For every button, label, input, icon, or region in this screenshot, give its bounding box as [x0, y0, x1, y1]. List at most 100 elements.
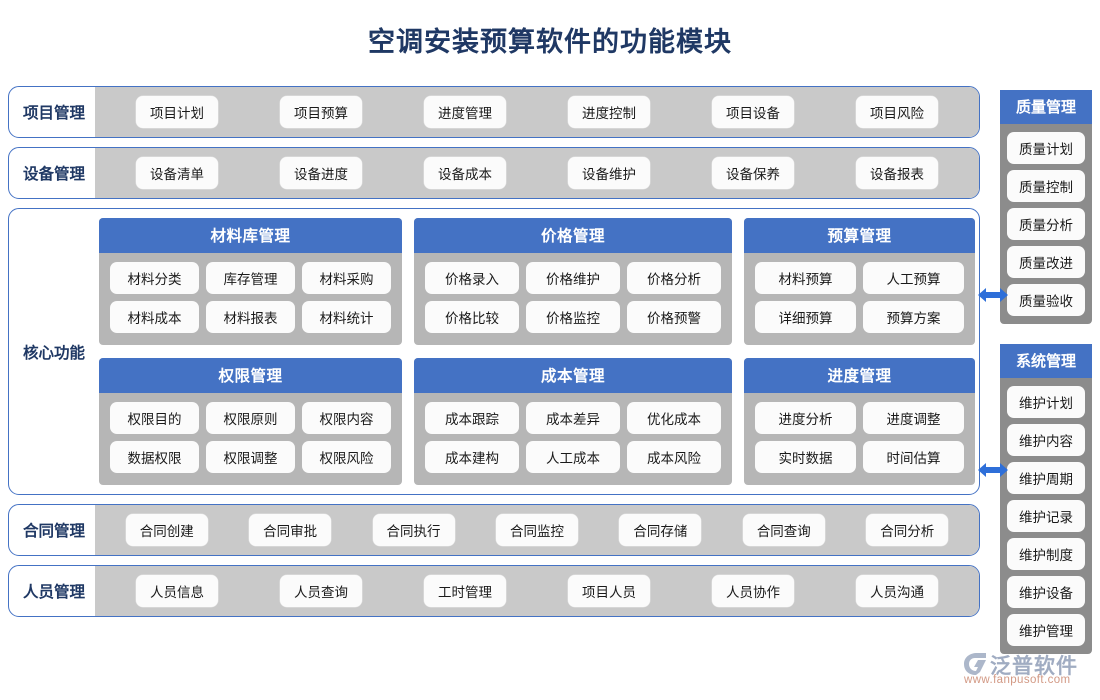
core-card-item[interactable]: 价格维护 [526, 262, 620, 294]
core-card-item[interactable]: 时间估算 [863, 441, 964, 473]
module-item[interactable]: 进度控制 [568, 96, 650, 128]
sidebar-item[interactable]: 维护管理 [1007, 614, 1085, 646]
module-item[interactable]: 进度管理 [424, 96, 506, 128]
module-row: 合同管理 合同创建 合同审批 合同执行 合同监控 合同存储 合同查询 合同分析 [8, 504, 980, 556]
core-card-title: 进度管理 [744, 358, 975, 393]
core-card-items: 进度分析进度调整实时数据时间估算 [744, 393, 975, 473]
module-item[interactable]: 设备保养 [712, 157, 794, 189]
sidebar-item[interactable]: 质量计划 [1007, 132, 1085, 164]
core-card-item[interactable]: 实时数据 [755, 441, 856, 473]
core-card-item[interactable]: 成本风险 [627, 441, 721, 473]
module-item[interactable]: 工时管理 [424, 575, 506, 607]
core-card-item[interactable]: 权限内容 [302, 402, 391, 434]
core-card-item[interactable]: 成本差异 [526, 402, 620, 434]
core-card-item[interactable]: 材料分类 [110, 262, 199, 294]
module-item[interactable]: 人员沟通 [856, 575, 938, 607]
module-item[interactable]: 人员协作 [712, 575, 794, 607]
module-item[interactable]: 设备维护 [568, 157, 650, 189]
sidebar-card: 系统管理维护计划维护内容维护周期维护记录维护制度维护设备维护管理 [1000, 344, 1092, 654]
top-rows-group: 项目管理项目计划项目预算进度管理进度控制项目设备项目风险设备管理设备清单设备进度… [8, 86, 980, 199]
sidebar-item[interactable]: 维护周期 [1007, 462, 1085, 494]
fanpu-logo-icon [962, 652, 988, 676]
core-card: 价格管理价格录入价格维护价格分析价格比较价格监控价格预警 [414, 218, 732, 345]
sidebar-item[interactable]: 维护内容 [1007, 424, 1085, 456]
sidebar-item[interactable]: 维护制度 [1007, 538, 1085, 570]
right-sidebar: 质量管理质量计划质量控制质量分析质量改进质量验收系统管理维护计划维护内容维护周期… [1000, 90, 1092, 674]
module-item[interactable]: 合同执行 [372, 514, 455, 546]
core-card-item[interactable]: 材料成本 [110, 301, 199, 333]
core-card-title: 成本管理 [414, 358, 732, 393]
core-functions-label: 核心功能 [22, 344, 85, 362]
module-item[interactable]: 设备进度 [280, 157, 362, 189]
core-card-item[interactable]: 数据权限 [110, 441, 199, 473]
link-arrow-system-icon [976, 459, 1010, 481]
module-item[interactable]: 人员信息 [136, 575, 218, 607]
core-card-items: 材料分类库存管理材料采购材料成本材料报表材料统计 [99, 253, 402, 333]
core-card-item[interactable]: 成本建构 [425, 441, 519, 473]
sidebar-item[interactable]: 质量改进 [1007, 246, 1085, 278]
core-card-title: 权限管理 [99, 358, 402, 393]
module-item[interactable]: 合同审批 [249, 514, 332, 546]
core-card-item[interactable]: 材料预算 [755, 262, 856, 294]
bottom-rows-group: 合同管理合同创建合同审批合同执行合同监控合同存储合同查询合同分析人员管理人员信息… [8, 504, 980, 617]
sidebar-card-items: 维护计划维护内容维护周期维护记录维护制度维护设备维护管理 [1000, 378, 1092, 646]
module-item[interactable]: 合同分析 [866, 514, 949, 546]
module-item[interactable]: 设备报表 [856, 157, 938, 189]
core-card-title: 预算管理 [744, 218, 975, 253]
core-card-title: 价格管理 [414, 218, 732, 253]
core-card-item[interactable]: 成本跟踪 [425, 402, 519, 434]
core-card-item[interactable]: 材料采购 [302, 262, 391, 294]
core-card-item[interactable]: 库存管理 [206, 262, 295, 294]
core-card-title: 材料库管理 [99, 218, 402, 253]
core-card-item[interactable]: 优化成本 [627, 402, 721, 434]
sidebar-item[interactable]: 质量验收 [1007, 284, 1085, 316]
sidebar-item[interactable]: 维护设备 [1007, 576, 1085, 608]
module-item[interactable]: 合同查询 [742, 514, 825, 546]
core-card-item[interactable]: 权限调整 [206, 441, 295, 473]
module-item[interactable]: 项目人员 [568, 575, 650, 607]
core-card-item[interactable]: 材料统计 [302, 301, 391, 333]
sidebar-item[interactable]: 维护计划 [1007, 386, 1085, 418]
module-item[interactable]: 合同监控 [495, 514, 578, 546]
sidebar-item[interactable]: 质量分析 [1007, 208, 1085, 240]
module-item[interactable]: 合同存储 [619, 514, 702, 546]
core-card-item[interactable]: 价格录入 [425, 262, 519, 294]
core-card-item[interactable]: 进度分析 [755, 402, 856, 434]
core-card-item[interactable]: 权限目的 [110, 402, 199, 434]
core-card-item[interactable]: 人工成本 [526, 441, 620, 473]
module-row-items: 人员信息 人员查询 工时管理 项目人员 人员协作 人员沟通 [95, 566, 979, 616]
core-card-item[interactable]: 价格预警 [627, 301, 721, 333]
core-card-items: 成本跟踪成本差异优化成本成本建构人工成本成本风险 [414, 393, 732, 473]
module-item[interactable]: 设备清单 [136, 157, 218, 189]
core-card-item[interactable]: 权限原则 [206, 402, 295, 434]
core-card-item[interactable]: 详细预算 [755, 301, 856, 333]
module-row: 项目管理项目计划项目预算进度管理进度控制项目设备项目风险 [8, 86, 980, 138]
module-item[interactable]: 项目计划 [136, 96, 218, 128]
core-card-item[interactable]: 进度调整 [863, 402, 964, 434]
module-row-label: 设备管理 [22, 166, 85, 183]
sidebar-item[interactable]: 质量控制 [1007, 170, 1085, 202]
module-row-items: 合同创建 合同审批 合同执行 合同监控 合同存储 合同查询 合同分析 [95, 505, 979, 555]
sidebar-card-title: 系统管理 [1000, 344, 1092, 378]
module-row: 人员管理人员信息人员查询工时管理项目人员人员协作人员沟通 [8, 565, 980, 617]
module-item[interactable]: 人员查询 [280, 575, 362, 607]
module-item[interactable]: 合同创建 [125, 514, 208, 546]
core-card-item[interactable]: 材料报表 [206, 301, 295, 333]
sidebar-card-title: 质量管理 [1000, 90, 1092, 124]
module-item[interactable]: 设备成本 [424, 157, 506, 189]
core-card-item[interactable]: 人工预算 [863, 262, 964, 294]
core-card-item[interactable]: 价格监控 [526, 301, 620, 333]
core-card-item[interactable]: 价格比较 [425, 301, 519, 333]
core-card-item[interactable]: 权限风险 [302, 441, 391, 473]
module-item[interactable]: 项目设备 [712, 96, 794, 128]
main-column: 项目管理项目计划项目预算进度管理进度控制项目设备项目风险设备管理设备清单设备进度… [8, 86, 980, 626]
sidebar-card: 质量管理质量计划质量控制质量分析质量改进质量验收 [1000, 90, 1092, 324]
module-item[interactable]: 项目预算 [280, 96, 362, 128]
core-card: 权限管理权限目的权限原则权限内容数据权限权限调整权限风险 [99, 358, 402, 485]
module-row-label: 合同管理 [22, 523, 85, 540]
core-card-item[interactable]: 预算方案 [863, 301, 964, 333]
core-card-item[interactable]: 价格分析 [627, 262, 721, 294]
sidebar-item[interactable]: 维护记录 [1007, 500, 1085, 532]
module-item[interactable]: 项目风险 [856, 96, 938, 128]
